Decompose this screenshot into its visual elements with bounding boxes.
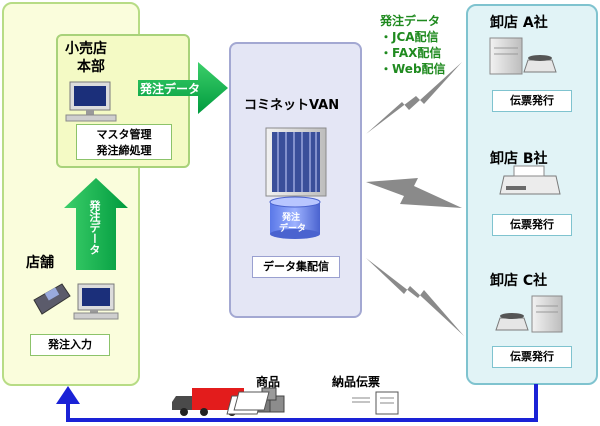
hq-computer-icon	[65, 81, 117, 122]
order-arrow-up	[64, 178, 128, 270]
wholesaler-b-fax-icon	[499, 165, 561, 195]
cylinder-line1: 発注	[282, 213, 301, 223]
lightning-a	[366, 62, 462, 134]
return-arrowhead	[56, 386, 80, 404]
wholesaler-c-server-icon	[495, 295, 563, 333]
wholesaler-b-name: 卸店 B社	[490, 151, 548, 167]
return-arrow	[66, 384, 538, 422]
hq-box-line1: マスタ管理	[96, 128, 152, 141]
hq-process-box: マスタ管理 発注締処理	[76, 124, 172, 160]
wholesaler-c-box: 伝票発行	[492, 346, 572, 368]
van-title: コミネットVAN	[244, 98, 340, 113]
store-input-box: 発注入力	[30, 334, 110, 356]
delivery-slip-label: 納品伝票	[332, 375, 381, 389]
handheld-terminal-icon	[33, 283, 71, 315]
distribution-heading: 発注データ	[380, 14, 441, 28]
lightning-b	[366, 178, 462, 208]
hq-box-line2: 発注締処理	[96, 144, 152, 157]
store-title: 店舗	[26, 255, 54, 271]
wholesaler-c-name: 卸店 C社	[490, 273, 548, 289]
arrow-up-label: 発注データ	[88, 200, 101, 255]
wholesaler-a-server-icon	[489, 37, 557, 75]
hq-title-line2: 本部	[77, 59, 105, 75]
delivery-slip-icon	[226, 391, 399, 415]
hq-title-line1: 小売店	[65, 41, 107, 57]
lightning-c	[366, 258, 464, 336]
wholesaler-a-name: 卸店 A社	[490, 15, 548, 31]
wholesaler-b-box: 伝票発行	[492, 214, 572, 236]
cylinder-line2: データ	[279, 224, 307, 234]
distribution-method-fax: ・FAX配信	[380, 46, 442, 60]
arrow-right-label: 発注データ	[140, 82, 201, 96]
van-distribution-box: データ集配信	[252, 256, 340, 278]
store-computer-icon	[73, 283, 119, 320]
goods-label: 商品	[256, 375, 281, 389]
wholesaler-a-box: 伝票発行	[492, 90, 572, 112]
distribution-method-jca: ・JCA配信	[380, 30, 439, 44]
distribution-method-web: ・Web配信	[380, 62, 446, 76]
data-cylinder-icon	[269, 196, 321, 239]
van-server-icon	[265, 127, 327, 197]
order-arrow-right	[138, 62, 228, 114]
